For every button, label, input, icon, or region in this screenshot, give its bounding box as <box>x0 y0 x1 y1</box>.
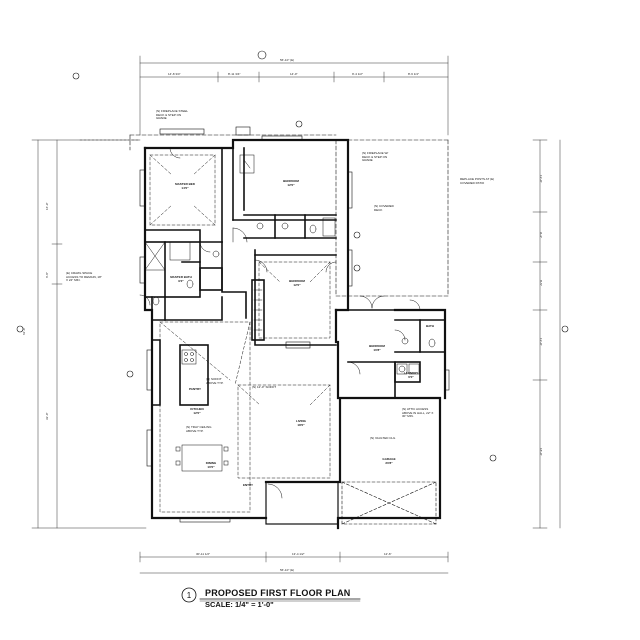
garage-door <box>341 481 437 525</box>
room-label-pantry: PANTRY <box>189 387 201 391</box>
dim-left-1: 16'-9" <box>45 202 49 210</box>
dim-seg-bottom-2: 13'-4 1/2" <box>292 552 305 556</box>
drawing-scale: SCALE: 1/4" = 1'-0" <box>205 600 274 609</box>
note-covered-deck: (N) COVERED DECK <box>374 204 394 212</box>
note-ceiling: (N) SOFFIT ABOVE TYP. <box>206 377 224 385</box>
note-vaulted: (N) VAULTED CLG <box>370 436 396 440</box>
dim-top-3: 14'-0" <box>290 72 298 76</box>
dim-left-3: 33'-0" <box>45 412 49 420</box>
room-label-garage: GARAGE 20'8" <box>382 457 396 465</box>
windows <box>139 126 450 523</box>
title-block <box>181 587 361 603</box>
dimension-lines <box>31 55 561 574</box>
note-soffit: (N) 12'-0" SOFFIT <box>252 385 277 389</box>
dim-top-5: 8'-6 1/4" <box>408 72 419 76</box>
note-crawl-space: (E) CRAWL SPACE ACCESS TO REMAIN, 18" X … <box>66 271 102 283</box>
covered-deck-outline <box>129 134 449 297</box>
room-label-living: LIVING 18'0" <box>295 419 306 427</box>
dim-left-2: 6'-8" <box>45 272 49 278</box>
note-deck-step-right: (N) FIREPLACE W/ DECK & STEP ON GRADE <box>362 151 389 163</box>
grid-markers <box>16 50 569 462</box>
drawing-title: PROPOSED FIRST FLOOR PLAN <box>205 588 351 598</box>
room-label-bath: BATH <box>425 324 435 328</box>
dim-right-4: 13'-0" <box>539 338 543 346</box>
interior-walls <box>144 147 446 406</box>
dim-top-1: 14'-8 3/4" <box>168 72 181 76</box>
door-swings <box>139 147 421 499</box>
room-label-entry: ENTRY <box>242 483 254 487</box>
detail-number: 1 <box>186 591 192 600</box>
dim-overall-bottom: 56'-10" (E) <box>280 568 295 572</box>
dim-right-2: 9'-4" <box>539 232 543 238</box>
room-label-master-bed: MASTER BED 14'0" <box>175 182 195 190</box>
exterior-walls <box>143 138 447 530</box>
dim-seg-bottom-1: 30'-11 1/2" <box>196 552 211 556</box>
note-attic: (N) ATTIC ACCESS ABOVE IN HALL, 22" X 30… <box>402 407 434 419</box>
room-label-bedroom-3: BEDROOM 12'0" <box>289 279 305 287</box>
dim-overall-top: 56'-10" (E) <box>280 58 295 62</box>
fixtures <box>144 154 436 472</box>
room-label-bedroom-4: BEDROOM 10'8" <box>369 344 385 352</box>
entry-porch <box>265 481 339 525</box>
dim-seg-bottom-3: 12'-6" <box>384 552 392 556</box>
room-label-bedroom-2: BEDROOM 12'0" <box>283 179 299 187</box>
dim-right-1: 13'-0" <box>539 175 543 183</box>
room-label-kitchen: KITCHEN 12'0" <box>190 407 204 415</box>
note-deck-step-top: (N) FIREPLACE STEEL DECK & STEP ON GRADE <box>156 109 189 121</box>
room-label-dining: DINING 10'0" <box>205 461 217 469</box>
dim-top-4: 9'-4 1/2" <box>352 72 363 76</box>
dim-right-3: 8'-5" <box>539 280 543 286</box>
dim-top-2: 8'-11 3/4" <box>228 72 241 76</box>
note-tray-ceiling: (N) TRAY CEILING ABOVE TYP. <box>186 425 212 433</box>
dim-right-5: 18'-0" <box>539 448 543 456</box>
dim-overall-left: 61'-0" <box>22 327 26 335</box>
room-label-master-bath: MASTER BATH 9'2" <box>170 275 192 283</box>
note-fireplace: REPLACE POSTS AT (E) COVERED PATIO <box>460 177 495 185</box>
room-label-laundry: LAUNDRY 6'0" <box>403 371 419 379</box>
ceiling-outlines <box>149 154 331 513</box>
